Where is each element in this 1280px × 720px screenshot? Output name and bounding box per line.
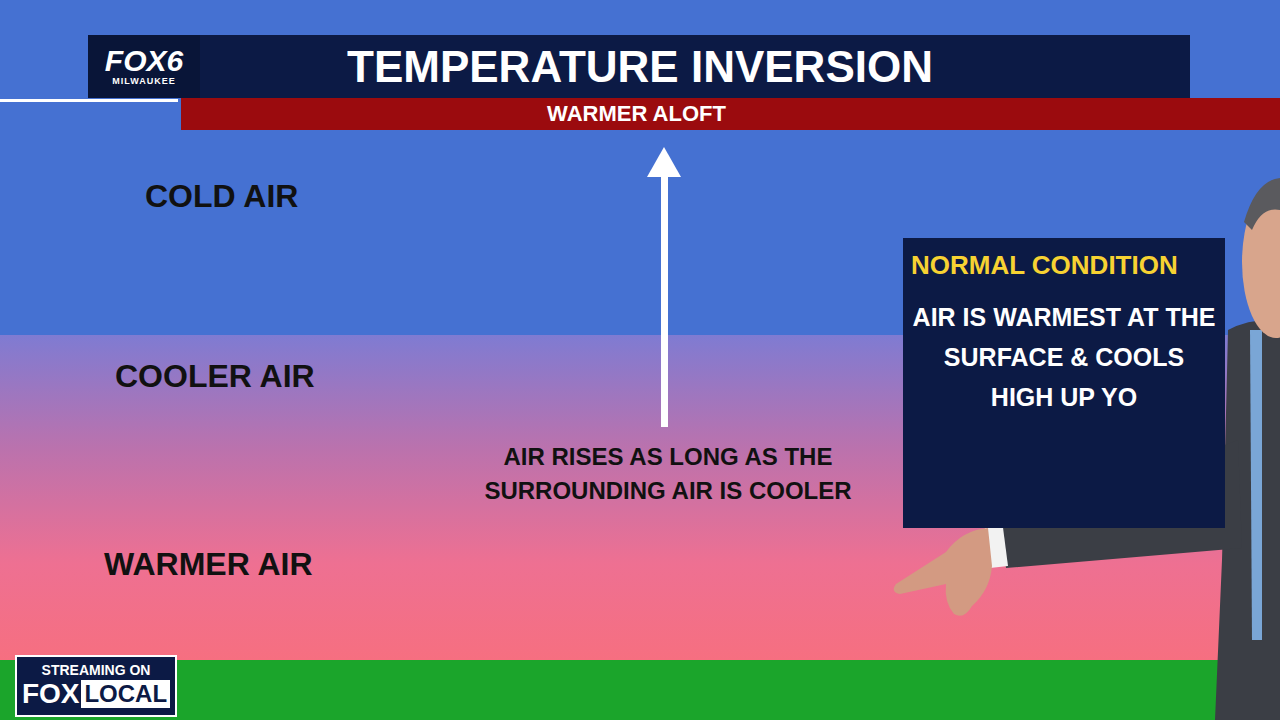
station-logo: FOX6MILWAUKEE: [88, 35, 200, 98]
brand-badge: LOCAL: [81, 680, 170, 708]
rising-arrow-shaft: [661, 175, 668, 427]
info-body: AIR IS WARMEST AT THE SURFACE & COOLS HI…: [911, 297, 1217, 417]
layer-label: COOLER AIR: [115, 358, 415, 395]
presenter-hair: [1244, 178, 1280, 230]
accent-line: [0, 99, 178, 102]
presenter-shirt: [1250, 330, 1262, 640]
rising-arrow-head: [647, 147, 681, 177]
presenter: [894, 178, 1280, 720]
banner-text: WARMER ALOFT: [547, 101, 726, 127]
layer-label: WARMER AIR: [104, 546, 404, 583]
title-bar: [88, 35, 1190, 98]
info-box: NORMAL CONDITION AIR IS WARMEST AT THE SU…: [903, 238, 1225, 528]
logo-text: FOX6: [105, 46, 183, 76]
brand-text: FOX: [22, 678, 80, 710]
ground: [0, 660, 1280, 720]
red-banner: WARMER ALOFT: [181, 98, 1280, 130]
title-text: TEMPERATURE INVERSION: [200, 35, 1080, 98]
presenter-hand: [894, 528, 992, 616]
layer-label: COLD AIR: [145, 178, 405, 215]
note-text: AIR RISES AS LONG AS THE SURROUNDING AIR…: [483, 440, 853, 508]
info-heading: NORMAL CONDITION: [911, 250, 1217, 281]
streaming-caption: STREAMING ON: [19, 662, 173, 678]
streaming-logo: STREAMING ONFOXLOCAL: [15, 655, 177, 717]
logo-subtext: MILWAUKEE: [112, 76, 176, 87]
